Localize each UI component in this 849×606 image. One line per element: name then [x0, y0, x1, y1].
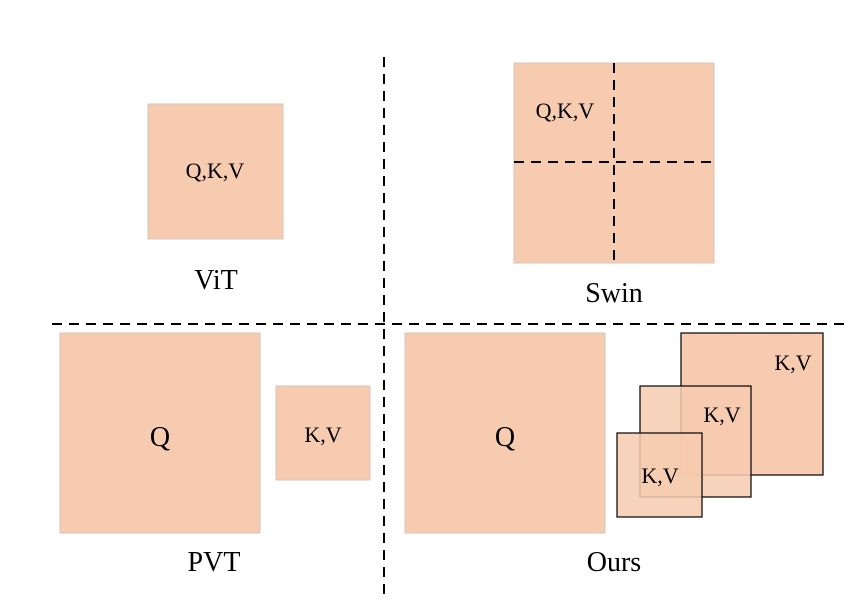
pvt-kv-box [275, 385, 371, 481]
pvt-q-box [59, 332, 261, 534]
vit-panel: Q,K,V ViT [147, 103, 284, 296]
ours-q-label: Q [495, 422, 515, 453]
swin-window-grid [513, 62, 715, 264]
vit-qkv-label: Q,K,V [186, 158, 245, 183]
vit-caption: ViT [194, 265, 237, 296]
ours-kv-box-small [616, 432, 703, 518]
swin-panel: Q,K,V Swin [513, 62, 715, 309]
ours-panel: Q K,V K,V K,V Ours [404, 332, 824, 578]
pvt-q-label: Q [150, 422, 170, 453]
pvt-panel: Q K,V PVT [59, 332, 371, 578]
ours-caption: Ours [587, 547, 641, 578]
pvt-kv-label: K,V [304, 422, 341, 447]
ours-kv-label-small: K,V [641, 463, 678, 488]
ours-kv-label-large: K,V [774, 350, 811, 375]
ours-kv-label-medium: K,V [703, 402, 740, 427]
swin-qkv-label: Q,K,V [536, 98, 595, 123]
vit-qkv-box [147, 103, 284, 240]
swin-caption: Swin [585, 278, 643, 309]
ours-q-box [404, 332, 606, 534]
pvt-caption: PVT [188, 547, 241, 578]
